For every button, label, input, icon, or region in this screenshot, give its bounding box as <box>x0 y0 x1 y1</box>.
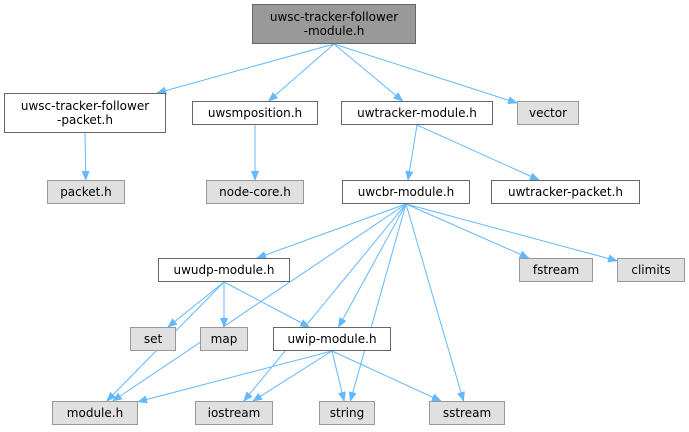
node-vector: vector <box>517 101 579 125</box>
edge-main-to-vector <box>333 43 518 105</box>
edge-uwcbr-to-uwip <box>338 203 407 328</box>
node-node-core: node-core.h <box>206 180 304 204</box>
edge-packet-h-follower-to-packet <box>81 132 90 181</box>
edge-main-to-uwtracker-module <box>333 43 404 102</box>
edge-uwtracker-module-to-uwtracker-packet <box>416 124 540 181</box>
edge-uwcbr-to-iostream <box>243 203 407 402</box>
edge-uwudp-to-uwip <box>223 281 311 328</box>
edge-uwip-to-string <box>331 350 346 402</box>
node-uwcbr[interactable]: uwcbr-module.h <box>342 180 470 204</box>
node-uwtracker-module[interactable]: uwtracker-module.h <box>341 101 493 125</box>
node-module: module.h <box>52 401 138 425</box>
edge-main-to-uwsmposition <box>267 43 335 102</box>
edge-main-to-packet-h-follower <box>156 43 335 95</box>
node-map: map <box>200 327 248 351</box>
edge-uwcbr-to-string <box>348 203 407 402</box>
node-iostream: iostream <box>195 401 273 425</box>
edge-uwip-to-module <box>137 350 333 404</box>
node-climits: climits <box>617 258 685 282</box>
edge-uwcbr-to-climits <box>405 203 618 263</box>
node-set: set <box>130 327 176 351</box>
edge-uwudp-to-set <box>167 281 225 328</box>
node-packet: packet.h <box>47 180 125 204</box>
node-uwip[interactable]: uwip-module.h <box>273 327 391 351</box>
node-uwsmposition[interactable]: uwsmposition.h <box>192 101 318 125</box>
edge-uwip-to-iostream <box>252 350 333 402</box>
node-fstream: fstream <box>519 258 593 282</box>
edge-uwcbr-to-uwudp <box>256 203 407 259</box>
node-packet-h-follower[interactable]: uwsc-tracker-follower -packet.h <box>4 93 166 133</box>
edge-uwip-to-sstream <box>331 350 442 402</box>
node-sstream: sstream <box>429 401 505 425</box>
node-main: uwsc-tracker-follower -module.h <box>252 4 416 44</box>
edge-uwcbr-to-module <box>112 203 407 402</box>
edge-uwcbr-to-sstream <box>405 203 465 402</box>
node-string: string <box>319 401 375 425</box>
node-uwudp[interactable]: uwudp-module.h <box>158 258 290 282</box>
edge-uwtracker-module-to-uwcbr <box>405 124 418 181</box>
edge-uwcbr-to-fstream <box>405 203 530 259</box>
node-uwtracker-packet[interactable]: uwtracker-packet.h <box>491 180 640 204</box>
